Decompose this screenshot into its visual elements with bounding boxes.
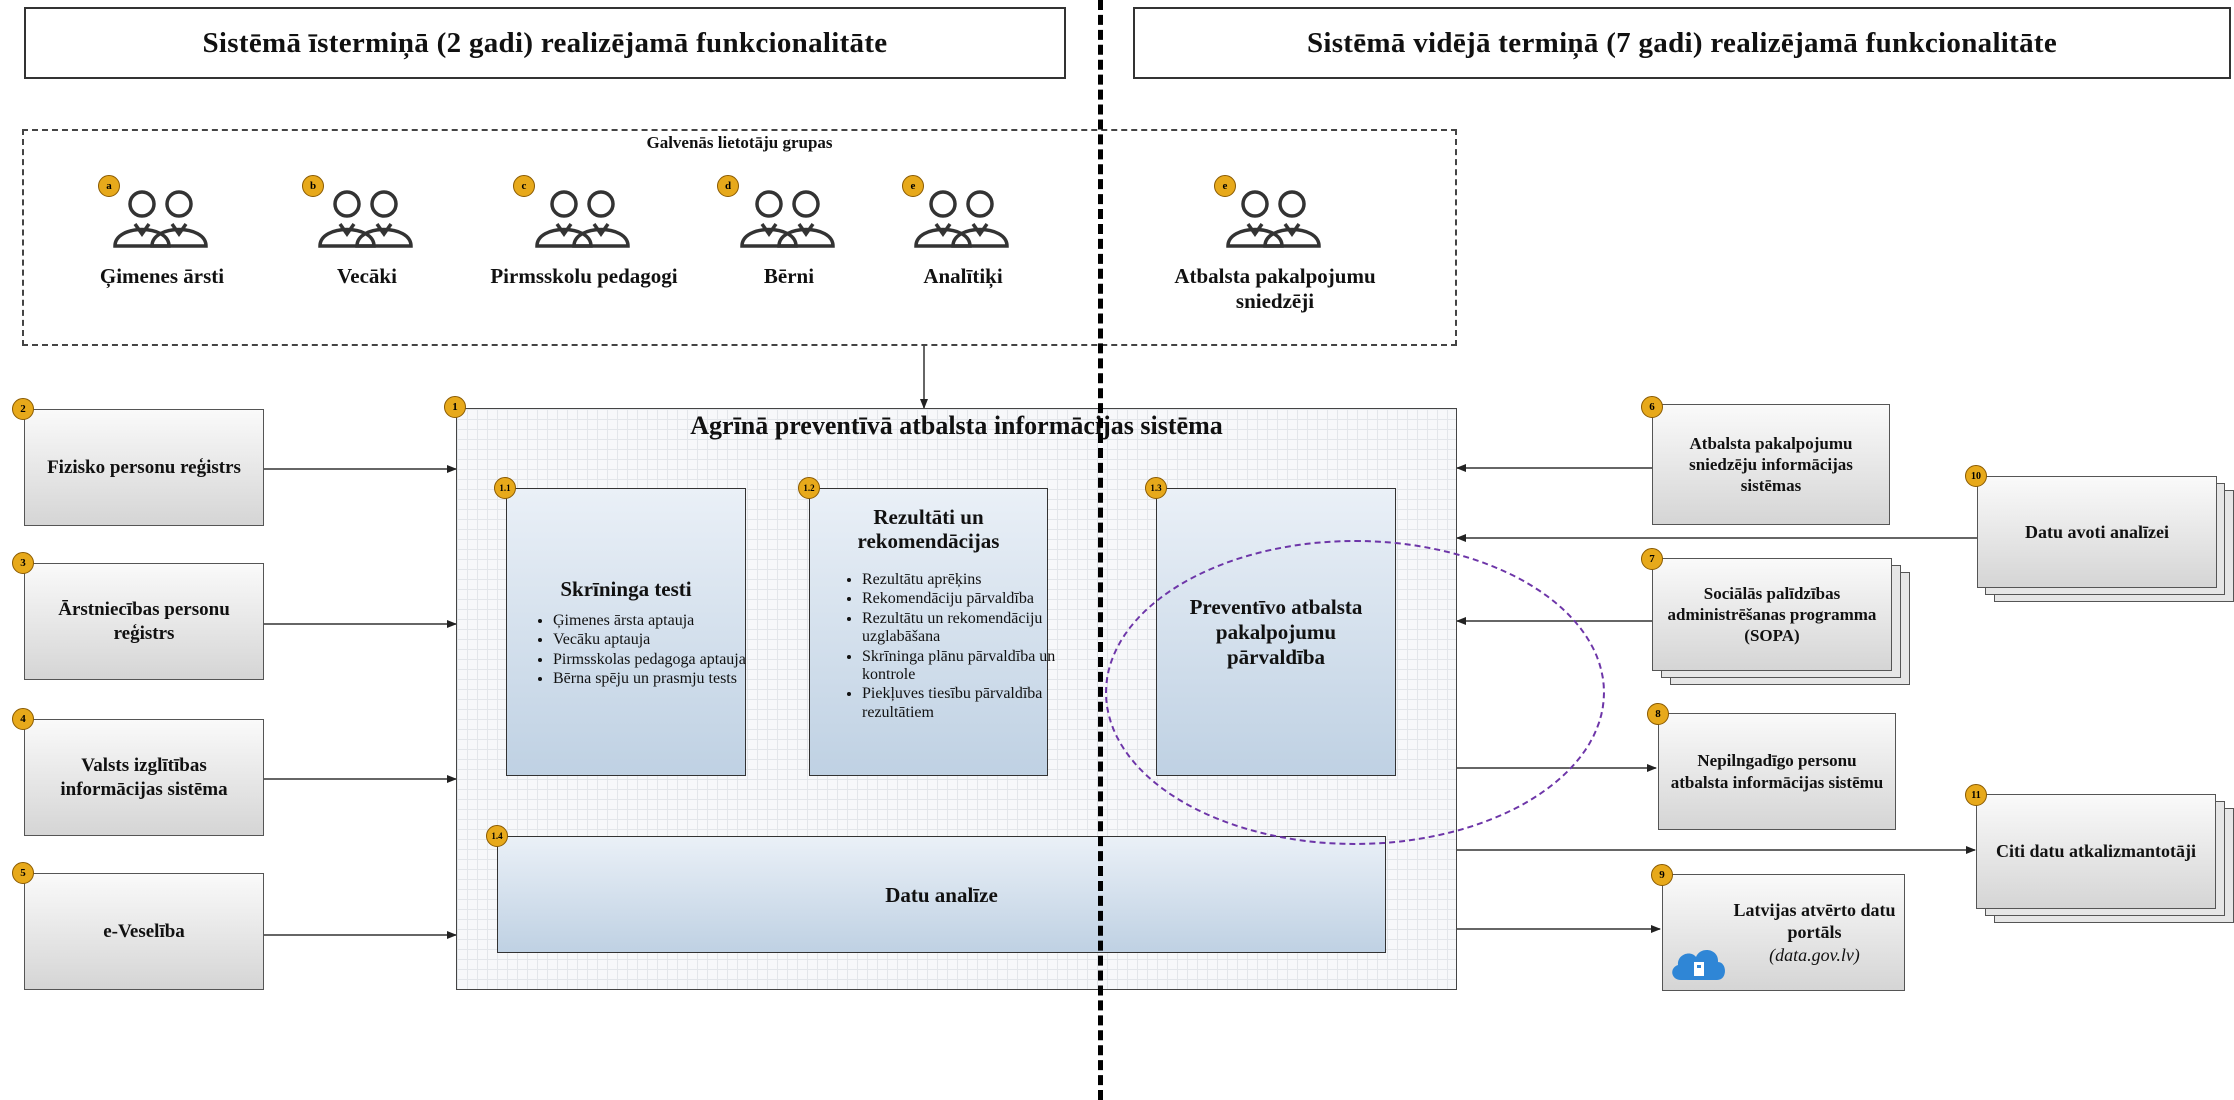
cloud-icon — [1672, 949, 1725, 980]
system-other-data-reusers: Citi datu atkalizmantotāji — [1976, 794, 2216, 909]
people-icon — [318, 190, 413, 248]
system-badge: 6 — [1641, 396, 1663, 418]
module-badge: 1.3 — [1145, 477, 1167, 499]
user-group-label: Analītiķi — [923, 264, 1003, 288]
user-group-children: Bērni — [674, 186, 904, 289]
user-group-analysts: Analītiķi — [848, 186, 1078, 289]
module-screening-tests: Skrīninga testi Ģimenes ārsta aptauja Ve… — [506, 488, 746, 776]
system-label: Sociālās palīdzības administrēšanas prog… — [1667, 583, 1877, 646]
source-education-information-system: Valsts izglītības informācijas sistēma — [24, 719, 264, 836]
list-item: Piekļuves tiesību pārvaldība rezultātiem — [862, 685, 1062, 722]
module-item-list: Rezultātu aprēķins Rekomendāciju pārvald… — [836, 571, 1062, 723]
source-e-health: e-Veselība — [24, 873, 264, 990]
module-results-recommendations: Rezultāti un rekomendācijas Rezultātu ap… — [809, 488, 1055, 776]
user-group-badge: b — [302, 175, 324, 197]
system-badge: 10 — [1965, 465, 1987, 487]
term-divider-line — [1098, 0, 1103, 1100]
source-label: Valsts izglītības informācijas sistēma — [60, 754, 228, 800]
source-badge: 4 — [12, 708, 34, 730]
system-support-providers-is: Atbalsta pakalpojumu sniedzēju informāci… — [1652, 404, 1890, 525]
user-group-label: Atbalsta pakalpojumu sniedzēji — [1174, 264, 1376, 314]
module-badge: 1.2 — [798, 477, 820, 499]
user-group-preschool-teachers: Pirmsskolu pedagogi — [469, 186, 699, 289]
people-icon — [535, 190, 630, 248]
user-group-badge: c — [513, 175, 535, 197]
user-group-gp: Ģimenes ārsti — [47, 186, 277, 289]
user-groups-title: Galvenās lietotāju grupas — [646, 133, 833, 152]
people-icon — [1226, 190, 1321, 248]
user-groups-panel: Galvenās lietotāju grupas — [22, 129, 1457, 346]
people-icon — [113, 190, 208, 248]
mid-term-scope-ellipse — [1105, 540, 1605, 845]
user-group-label: Pirmsskolu pedagogi — [490, 264, 678, 288]
system-badge: 7 — [1641, 548, 1663, 570]
list-item: Vecāku aptauja — [553, 631, 763, 649]
user-group-label: Bērni — [763, 264, 815, 288]
system-badge: 8 — [1647, 703, 1669, 725]
source-badge: 5 — [12, 862, 34, 884]
short-term-header-label: Sistēmā īstermiņā (2 gadi) realizējamā f… — [202, 26, 888, 59]
source-natural-persons-register: Fizisko personu reģistrs — [24, 409, 264, 526]
list-item: Skrīninga plānu pārvaldība un kontrole — [862, 648, 1062, 685]
system-label: Nepilngadīgo personu atbalsta informācij… — [1670, 751, 1884, 792]
module-title: Skrīninga testi — [560, 577, 692, 601]
module-badge: 1.4 — [486, 825, 508, 847]
people-icon — [740, 190, 835, 248]
source-label: e-Veselība — [103, 920, 185, 942]
user-group-badge: e — [902, 175, 924, 197]
list-item: Rezultātu aprēķins — [862, 571, 1062, 589]
system-label: Latvijas atvērto datu portāls — [1733, 899, 1896, 943]
system-badge: 9 — [1651, 864, 1673, 886]
mid-term-header-label: Sistēmā vidējā termiņā (7 gadi) realizēj… — [1306, 26, 2058, 59]
list-item: Rezultātu un rekomendāciju uzglabāšana — [862, 610, 1062, 647]
system-minors-support-is: Nepilngadīgo personu atbalsta informācij… — [1658, 713, 1896, 830]
system-analysis-data-sources: Datu avoti analīzei — [1977, 476, 2217, 588]
list-item: Rekomendāciju pārvaldība — [862, 590, 1062, 608]
list-item: Bērna spēju un prasmju tests — [553, 670, 763, 688]
source-medical-persons-register: Ārstniecības personu reģistrs — [24, 563, 264, 680]
main-system-title: Agrīnā preventīvā atbalsta informācijas … — [690, 411, 1223, 440]
mid-term-header: Sistēmā vidējā termiņā (7 gadi) realizēj… — [1133, 7, 2231, 79]
module-title: Rezultāti un rekomendācijas — [857, 505, 1000, 554]
system-label: Atbalsta pakalpojumu sniedzēju informāci… — [1689, 433, 1853, 496]
source-label: Ārstniecības personu reģistrs — [58, 598, 230, 644]
module-badge: 1.1 — [494, 477, 516, 499]
system-sopa: Sociālās palīdzības administrēšanas prog… — [1652, 558, 1892, 671]
people-icon — [914, 190, 1009, 248]
user-group-badge: a — [98, 175, 120, 197]
source-label: Fizisko personu reģistrs — [47, 456, 241, 478]
user-group-support-providers: Atbalsta pakalpojumu sniedzēji — [1160, 186, 1390, 314]
user-group-badge: e — [1214, 175, 1236, 197]
source-badge: 2 — [12, 398, 34, 420]
source-badge: 3 — [12, 552, 34, 574]
module-data-analysis: Datu analīze — [497, 836, 1386, 953]
module-title: Datu analīze — [885, 883, 998, 907]
system-sublabel: (data.gov.lv) — [1769, 944, 1860, 965]
main-system-badge: 1 — [444, 396, 466, 418]
system-badge: 11 — [1965, 784, 1987, 806]
module-item-list: Ģimenes ārsta aptauja Vecāku aptauja Pir… — [527, 612, 763, 690]
user-group-parents: Vecāki — [252, 186, 482, 289]
user-group-label: Ģimenes ārsti — [99, 264, 225, 288]
list-item: Pirmsskolas pedagoga aptauja — [553, 651, 763, 669]
system-label: Citi datu atkalizmantotāji — [1996, 841, 2196, 862]
short-term-header: Sistēmā īstermiņā (2 gadi) realizējamā f… — [24, 7, 1066, 79]
system-label: Datu avoti analīzei — [2025, 521, 2169, 542]
user-group-badge: d — [717, 175, 739, 197]
user-group-label: Vecāki — [337, 264, 397, 288]
list-item: Ģimenes ārsta aptauja — [553, 612, 763, 630]
